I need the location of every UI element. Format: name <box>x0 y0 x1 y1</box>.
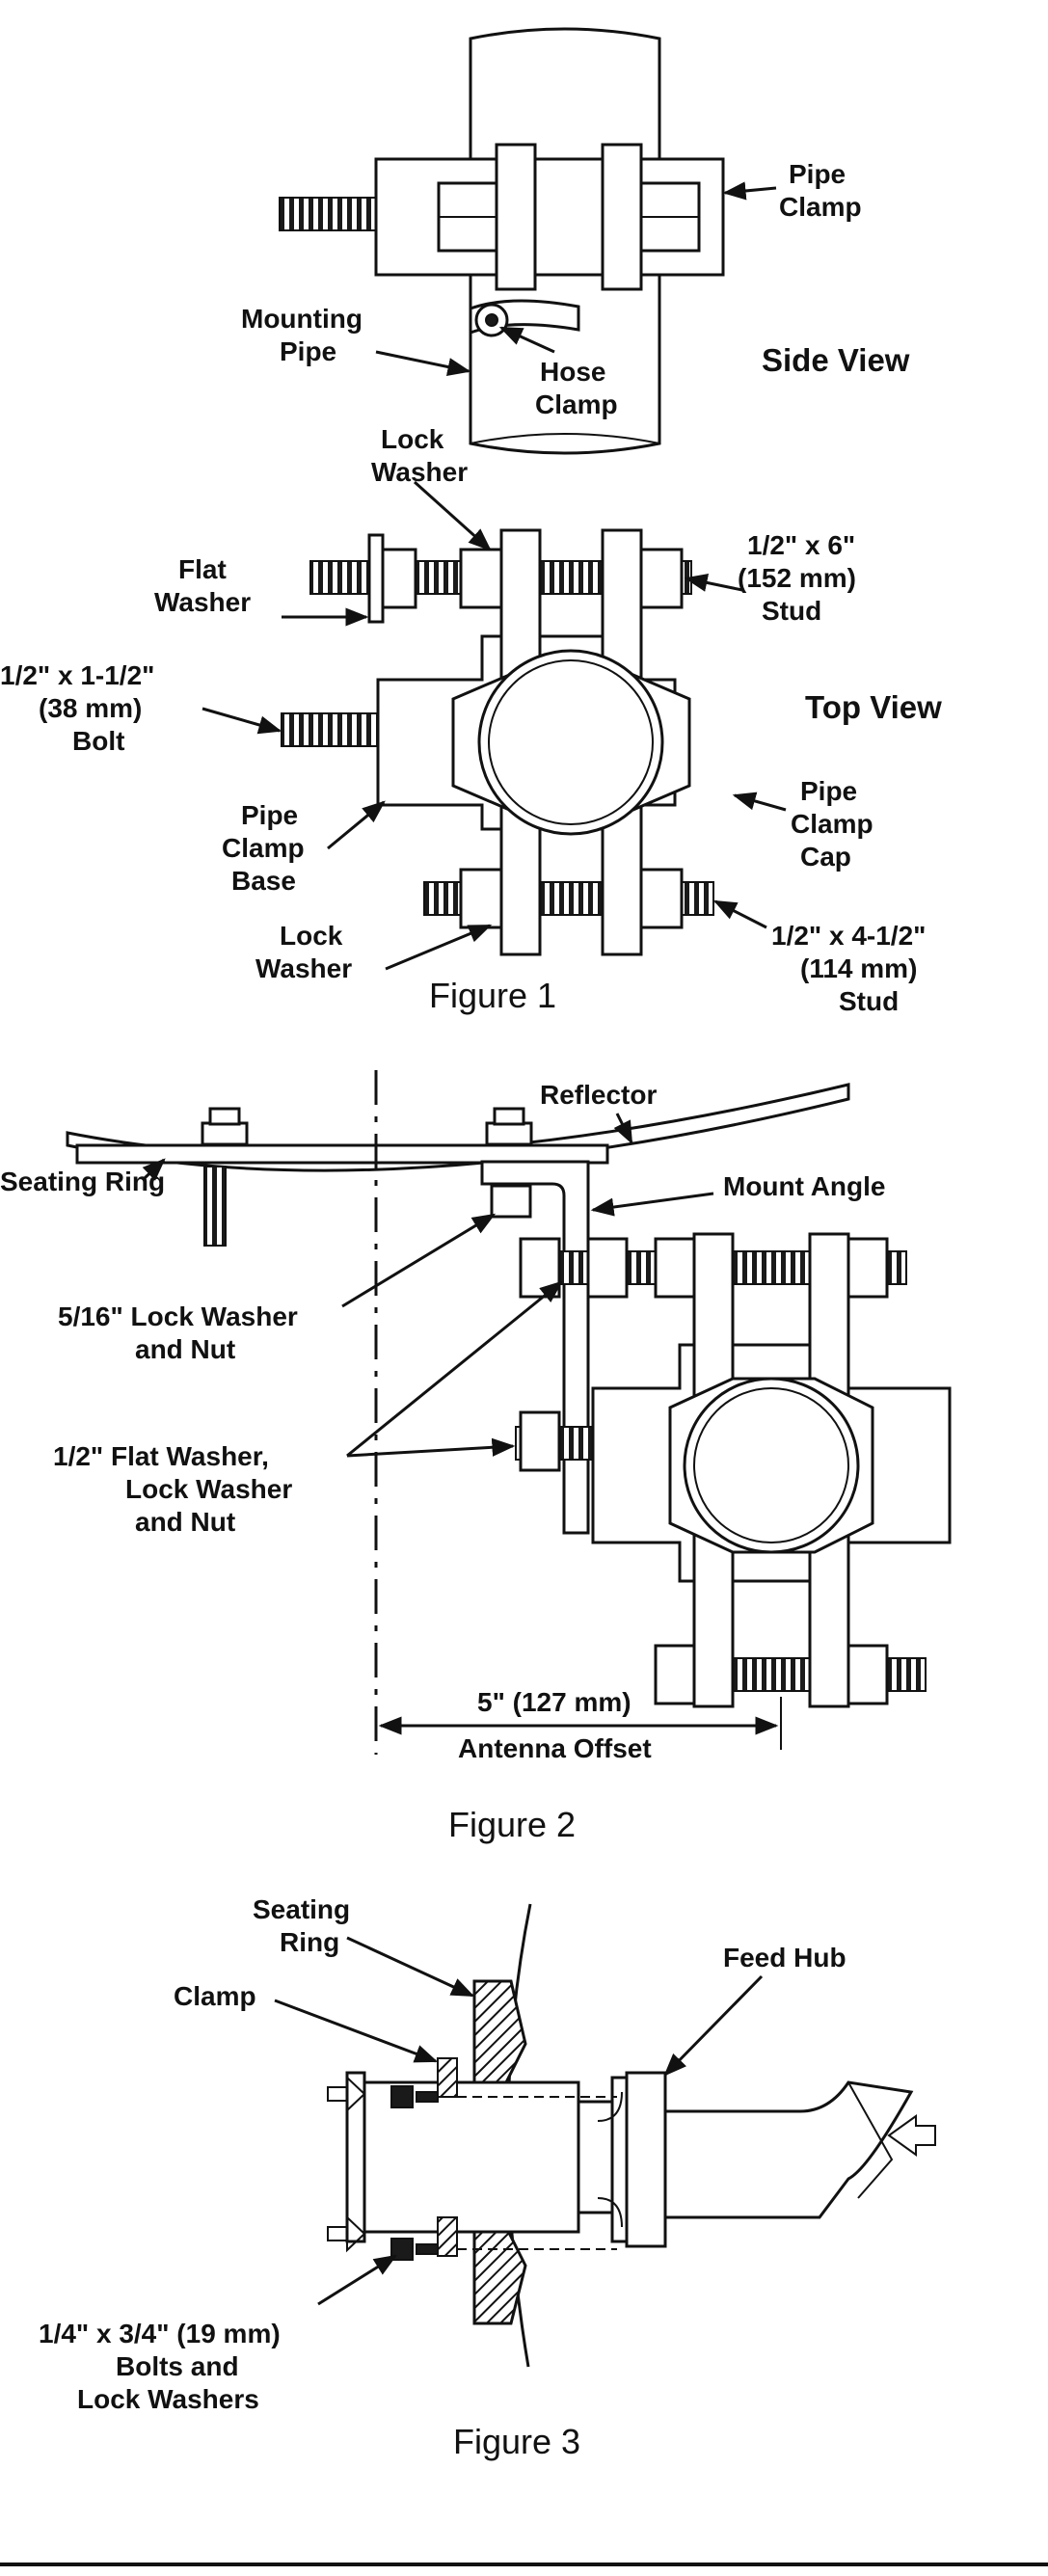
label-bolt-1: 1/2" x 1-1/2" <box>0 660 154 690</box>
figure1-caption: Figure 1 <box>429 976 556 1015</box>
label-stud-4-3: Stud <box>839 986 899 1016</box>
figure2-labels: Reflector Seating Ring Mount Angle 5/16"… <box>0 1080 885 1844</box>
label-pipe-clamp-base-1: Pipe <box>241 800 298 830</box>
label-stud-4-1: 1/2" x 4-1/2" <box>771 921 926 951</box>
fig3-clamp-upper <box>437 2057 458 2098</box>
label-bolts-2: Bolts and <box>116 2351 239 2381</box>
label-pipe-clamp-cap-1: Pipe <box>800 776 857 806</box>
label-pipe-clamp-cap-2: Clamp <box>791 809 873 839</box>
label-reflector: Reflector <box>540 1080 657 1110</box>
label-lock-washer-bottom-1: Lock <box>280 921 343 951</box>
figure3-drawing <box>327 1903 936 2368</box>
top-view-title: Top View <box>805 689 942 725</box>
label-stud-6-2: (152 mm) <box>738 563 856 593</box>
label-flat-lock-nut-3: and Nut <box>135 1507 235 1537</box>
label-fig3-seating-ring-1: Seating <box>253 1894 350 1924</box>
seating-ring-screw <box>203 1166 227 1247</box>
label-mount-angle: Mount Angle <box>723 1171 885 1201</box>
label-stud-6-3: Stud <box>762 596 821 626</box>
figure2-drawing <box>66 1070 952 1755</box>
feed-hub <box>625 2071 667 2248</box>
clamp-ear-right <box>601 143 643 291</box>
feed-horn <box>663 2080 914 2219</box>
label-bolt-3: Bolt <box>72 726 124 756</box>
label-clamp: Clamp <box>174 1981 256 2011</box>
label-lock-washer-nut-1: 5/16" Lock Washer <box>58 1301 298 1331</box>
label-bolts-3: Lock Washers <box>77 2384 259 2414</box>
label-bolt-2: (38 mm) <box>39 693 142 723</box>
label-flat-washer-2: Washer <box>154 587 251 617</box>
label-lock-washer-bottom-2: Washer <box>255 953 352 983</box>
mount-angle <box>480 1160 590 1535</box>
svg-text:1/2" x 1-1/2"(38 mm)Bolt: 1/2" x 1-1/2"(38 mm)Bolt <box>0 660 154 756</box>
pipe-section <box>477 649 664 836</box>
direction-arrow-lower <box>327 2214 366 2253</box>
label-lock-washer-nut-2: and Nut <box>135 1334 235 1364</box>
clamp-ear-left <box>495 143 537 291</box>
label-pipe-clamp-base-3: Base <box>231 866 296 896</box>
seating-ring-plate <box>75 1143 609 1165</box>
label-flat-lock-nut-1: 1/2" Flat Washer, <box>53 1441 269 1471</box>
figure1-side-view <box>279 27 725 455</box>
label-flat-lock-nut-2: Lock Washer <box>125 1474 292 1504</box>
label-offset-2: Antenna Offset <box>458 1733 652 1763</box>
label-pipe-clamp-1: Pipe <box>789 159 846 189</box>
label-bolts-1: 1/4" x 3/4" (19 mm) <box>39 2319 281 2348</box>
label-feed-hub: Feed Hub <box>723 1943 846 1972</box>
label-hose-clamp-1: Hose <box>540 357 605 387</box>
bolt-1-5in <box>281 712 379 747</box>
label-fig3-seating-ring-2: Ring <box>280 1927 339 1957</box>
label-offset-1: 5" (127 mm) <box>477 1687 631 1717</box>
label-seating-ring: Seating Ring <box>0 1167 165 1196</box>
label-pipe-clamp-2: Clamp <box>779 192 862 222</box>
svg-text:1/2" x 4-1/2"(114 mm)Stud: 1/2" x 4-1/2"(114 mm)Stud <box>771 921 926 1016</box>
figure2-caption: Figure 2 <box>448 1805 576 1844</box>
direction-arrow-feed <box>887 2114 936 2157</box>
direction-arrow-upper <box>327 2075 366 2113</box>
label-mounting-pipe-2: Pipe <box>280 336 336 366</box>
figure1-top-view <box>281 528 714 956</box>
label-stud-4-2: (114 mm) <box>800 953 917 983</box>
svg-text:1/2" x 6"(152 mm)Stud: 1/2" x 6"(152 mm)Stud <box>738 530 856 626</box>
label-hose-clamp-2: Clamp <box>535 389 618 419</box>
flat-washer <box>367 533 385 624</box>
label-lock-washer-top-2: Washer <box>371 457 468 487</box>
label-mounting-pipe-1: Mounting <box>241 304 363 334</box>
fig2-pipe-section <box>683 1377 860 1554</box>
svg-text:5" (127 mm)Antenna Offset: 5" (127 mm) Antenna Offset <box>458 1687 652 1763</box>
label-flat-washer-1: Flat <box>178 554 227 584</box>
label-lock-washer-top-1: Lock <box>381 424 444 454</box>
label-pipe-clamp-base-2: Clamp <box>222 833 305 863</box>
label-stud-6-1: 1/2" x 6" <box>747 530 855 560</box>
side-view-title: Side View <box>762 342 910 378</box>
label-pipe-clamp-cap-3: Cap <box>800 842 851 872</box>
figure3-caption: Figure 3 <box>453 2422 580 2461</box>
fig3-clamp-lower <box>437 2216 458 2257</box>
